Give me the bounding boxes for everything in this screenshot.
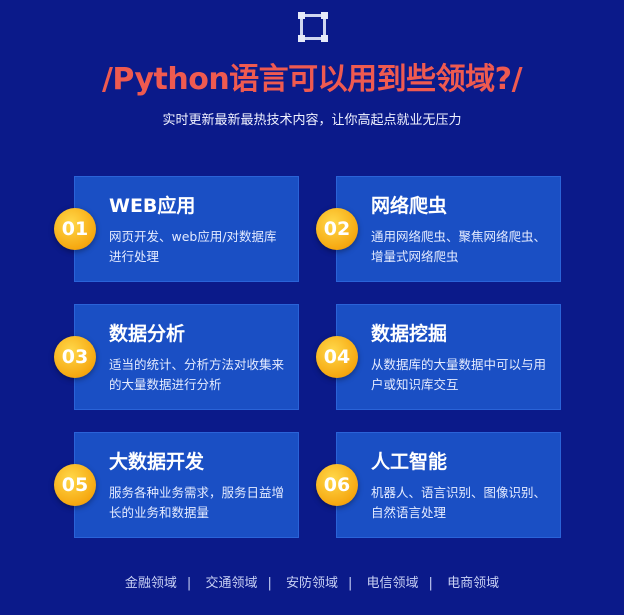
frame-logo-icon — [298, 12, 328, 42]
card-web: WEB应用网页开发、web应用/对数据库进行处理 — [74, 176, 299, 282]
card-title: 网络爬虫 — [371, 195, 448, 217]
card-ai: 人工智能机器人、语言识别、图像识别、自然语言处理 — [336, 432, 561, 538]
card-title: 大数据开发 — [109, 451, 205, 473]
footer-item: 电商领域 — [447, 576, 500, 591]
number-badge: 05 — [54, 464, 96, 506]
page-subtitle: 实时更新最新最热技术内容，让你高起点就业无压力 — [162, 113, 462, 128]
card-desc: 服务各种业务需求，服务日益增长的业务和数据量 — [109, 485, 285, 520]
card-desc: 适当的统计、分析方法对收集来的大量数据进行分析 — [109, 357, 285, 392]
number-badge: 01 — [54, 208, 96, 250]
number-badge: 02 — [316, 208, 358, 250]
footer-item: 电信领域 — [366, 576, 419, 591]
separator: | — [267, 576, 272, 591]
card-title: 数据分析 — [109, 323, 186, 345]
card-title: 人工智能 — [371, 451, 448, 473]
number-badge: 03 — [54, 336, 96, 378]
card-title: 数据挖掘 — [371, 323, 448, 345]
card-desc: 机器人、语言识别、图像识别、自然语言处理 — [371, 485, 547, 520]
separator: | — [186, 576, 192, 591]
card-crawler: 网络爬虫通用网络爬虫、聚焦网络爬虫、增量式网络爬虫 — [336, 176, 561, 282]
card-title: WEB应用 — [109, 195, 196, 217]
separator: | — [348, 576, 353, 591]
footer-item: 金融领域 — [124, 576, 177, 591]
separator: | — [428, 576, 433, 591]
page-title: /Python语言可以用到些领域?/ — [101, 62, 523, 97]
card-desc: 通用网络爬虫、聚焦网络爬虫、增量式网络爬虫 — [371, 229, 547, 264]
number-badge: 04 — [316, 336, 358, 378]
footer-item: 交通领域 — [205, 576, 258, 591]
card-desc: 网页开发、web应用/对数据库进行处理 — [109, 229, 277, 264]
number-badge: 06 — [316, 464, 358, 506]
card-bigdata: 大数据开发服务各种业务需求，服务日益增长的业务和数据量 — [74, 432, 299, 538]
footer-item: 安防领域 — [285, 576, 338, 591]
card-analysis: 数据分析适当的统计、分析方法对收集来的大量数据进行分析 — [74, 304, 299, 410]
card-mining: 数据挖掘从数据库的大量数据中可以与用户或知识库交互 — [336, 304, 561, 410]
card-desc: 从数据库的大量数据中可以与用户或知识库交互 — [371, 357, 547, 392]
domain-footer: 金融领域 | 交通领域 | 安防领域 | 电信领域 | 电商领域 — [0, 572, 624, 591]
